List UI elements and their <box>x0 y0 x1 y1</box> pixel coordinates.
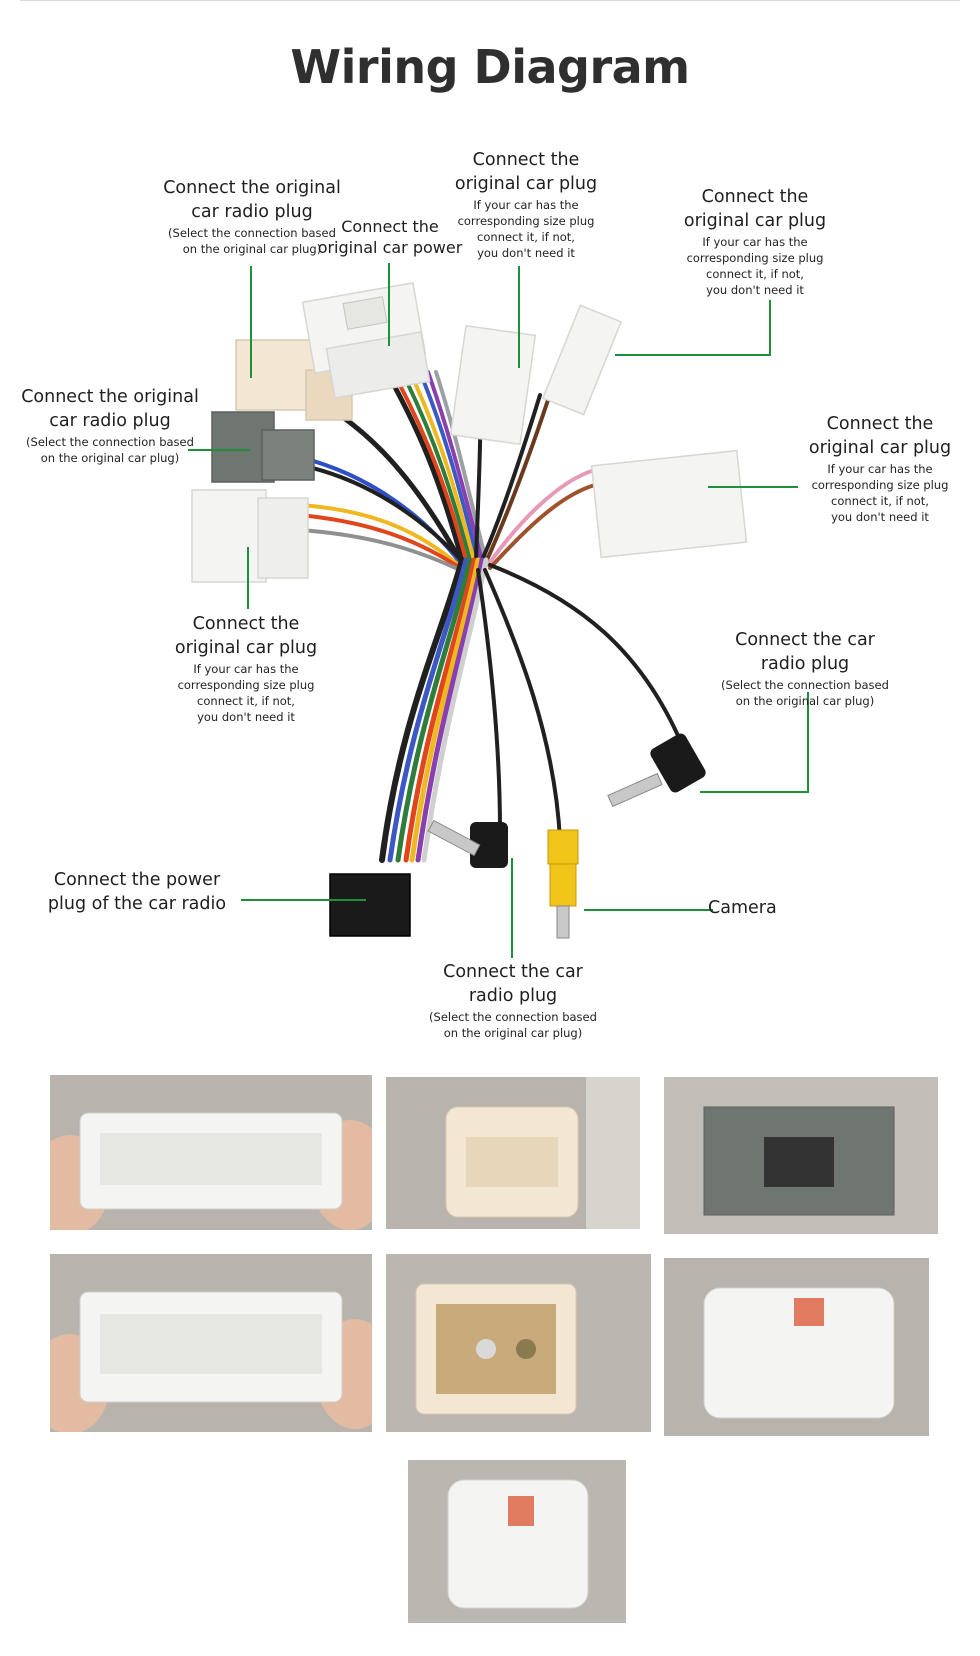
label-radio-plug-right: Connect the car radio plug (Select the c… <box>721 630 889 708</box>
connector-grey-radio-plug <box>211 411 315 483</box>
connector-black-power-plug <box>329 873 411 937</box>
page-title: Wiring Diagram <box>290 40 690 94</box>
photo-connector-2 <box>386 1077 640 1229</box>
label-car-plug-right: Connect the original car plug If your ca… <box>808 414 952 524</box>
connector-white-top <box>449 324 537 446</box>
photo-connector-1 <box>50 1075 372 1230</box>
photo-connector-4 <box>50 1254 372 1432</box>
rca-camera-plug <box>547 829 579 939</box>
antenna-plug-center <box>427 819 508 868</box>
photo-connector-7 <box>408 1460 626 1623</box>
label-power-plug-radio: Connect the power plug of the car radio <box>47 870 227 914</box>
top-divider <box>20 0 960 1</box>
connector-white-top-right <box>541 304 623 416</box>
antenna-plug-right <box>607 733 706 808</box>
photo-connector-3 <box>664 1077 938 1234</box>
label-power-top: Connect the original car power <box>317 217 463 257</box>
label-car-plug-top: Connect the original car plug If your ca… <box>454 150 598 260</box>
leader-lines <box>188 263 809 958</box>
connector-white-right <box>590 449 748 559</box>
photo-connector-5 <box>386 1254 651 1432</box>
label-radio-plug-bottom: Connect the car radio plug (Select the c… <box>429 962 597 1040</box>
label-camera: Camera <box>708 898 777 918</box>
wiring-harness-diagram <box>188 263 809 958</box>
connector-white-power <box>301 281 431 399</box>
photo-connector-6 <box>664 1258 929 1436</box>
label-radio-plug-top-left: Connect the original car radio plug (Sel… <box>163 178 341 256</box>
label-car-plug-top-right: Connect the original car plug If your ca… <box>683 187 827 297</box>
label-radio-plug-left: Connect the original car radio plug (Sel… <box>21 387 199 465</box>
label-car-plug-mid-left: Connect the original car plug If your ca… <box>174 614 318 724</box>
harness-wires <box>288 357 682 863</box>
connector-white-left <box>191 489 309 583</box>
